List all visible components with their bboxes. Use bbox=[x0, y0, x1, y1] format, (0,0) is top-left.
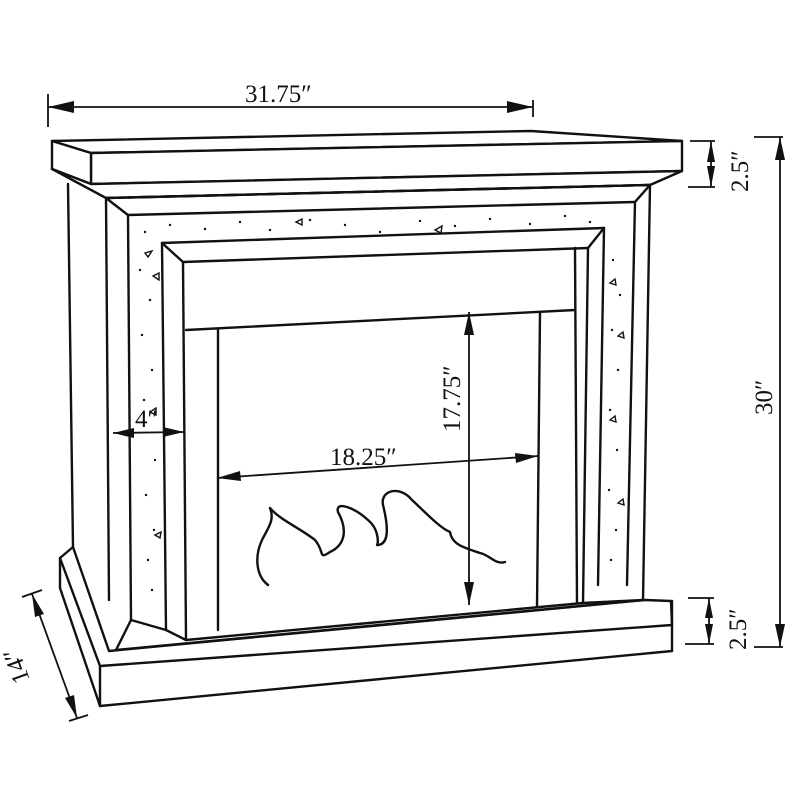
outer-frame bbox=[104, 183, 652, 622]
flame-drawing bbox=[256, 489, 507, 587]
base-height-label: 2.5″ bbox=[725, 608, 752, 650]
overall-height-label: 30″ bbox=[751, 380, 778, 415]
top-height-label: 2.5″ bbox=[727, 150, 754, 192]
border-width-label: 4″ bbox=[135, 406, 158, 433]
top-height-dimension: 2.5″ bbox=[688, 140, 754, 192]
border-width-dimension: 4″ bbox=[112, 406, 185, 438]
depth-label: 14″ bbox=[0, 645, 36, 688]
glitter-specks bbox=[138, 214, 625, 592]
base-plinth bbox=[58, 545, 674, 708]
overall-width-label: 31.75″ bbox=[245, 81, 312, 108]
base-height-dimension: 2.5″ bbox=[685, 597, 752, 650]
opening-height-label: 17.75″ bbox=[439, 365, 466, 432]
overall-width-dimension: 31.75″ bbox=[47, 81, 534, 127]
glitter-band bbox=[138, 214, 625, 632]
body-left-side bbox=[66, 182, 111, 602]
opening-width-label: 18.25″ bbox=[330, 444, 397, 471]
opening-height-dimension: 17.75″ bbox=[439, 312, 474, 605]
inner-frame bbox=[129, 226, 606, 642]
overall-height-dimension: 30″ bbox=[751, 136, 785, 648]
depth-dimension: 14″ bbox=[0, 589, 89, 722]
opening-width-dimension: 18.25″ bbox=[216, 444, 539, 481]
mantel-shelf bbox=[50, 129, 684, 200]
